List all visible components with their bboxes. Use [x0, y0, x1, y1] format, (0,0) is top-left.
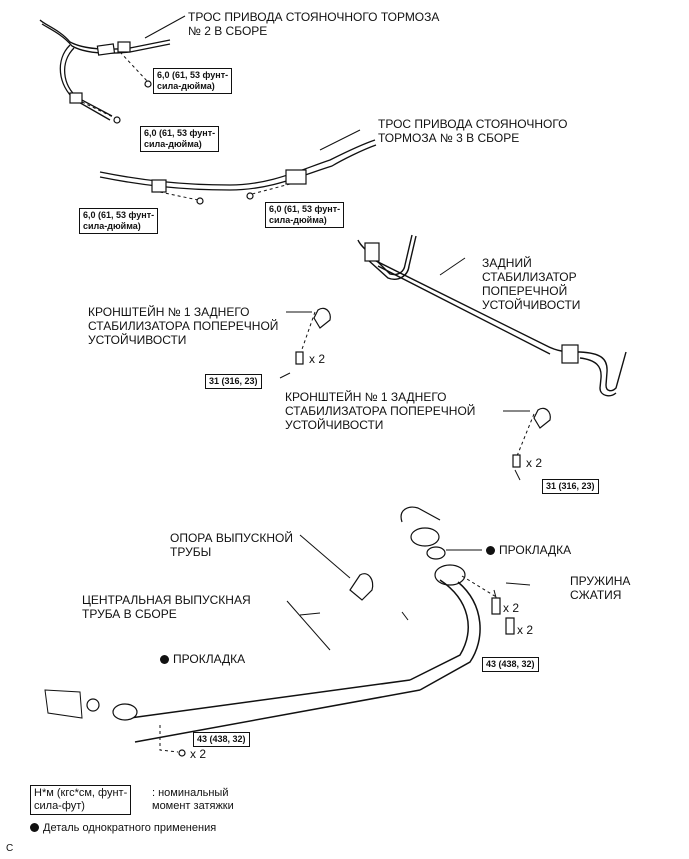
legend-single-use: Деталь однократного применения [30, 822, 216, 835]
label-compression-spring: ПРУЖИНА СЖАТИЯ [570, 574, 631, 602]
torque-spec: 6,0 (61, 53 фунт- сила-дюйма) [79, 208, 159, 234]
torque-spec: 31 (316, 23) [542, 479, 599, 494]
torque-spec: 43 (438, 32) [193, 732, 250, 747]
quantity-mark: x 2 [190, 747, 207, 761]
torque-spec: 6,0 (61, 53 фунт- сила-дюйма) [153, 68, 233, 94]
torque-spec: 6,0 (61, 53 фунт- сила-дюйма) [265, 202, 345, 228]
stabilizer-bracket-left [279, 307, 331, 379]
gasket-top-text: ПРОКЛАДКА [499, 543, 572, 557]
quantity-mark: x 2 [503, 601, 520, 615]
label-rear-stabilizer: ЗАДНИЙ СТАБИЛИЗАТОР ПОПЕРЕЧНОЙ УСТОЙЧИВО… [482, 256, 581, 312]
single-use-dot-icon [30, 823, 39, 832]
label-gasket-left: ПРОКЛАДКА [160, 652, 245, 666]
exhaust-pipe-assembly [44, 506, 531, 757]
label-gasket-top: ПРОКЛАДКА [486, 543, 571, 557]
parking-brake-cable-3 [99, 129, 377, 205]
single-use-dot-icon [486, 546, 495, 555]
quantity-mark: x 2 [517, 623, 534, 637]
label-stabilizer-bracket-right: КРОНШТЕЙН № 1 ЗАДНЕГО СТАБИЛИЗАТОРА ПОПЕ… [285, 390, 476, 432]
label-parking-brake-cable-3: ТРОС ПРИВОДА СТОЯНОЧНОГО ТОРМОЗА № 3 В С… [378, 117, 568, 145]
legend-single-use-text: Деталь однократного применения [43, 822, 217, 834]
quantity-mark: x 2 [309, 352, 326, 366]
legend-torque-units: Н*м (кгс*см, фунт- сила-фут) [30, 785, 132, 815]
rear-stabilizer-bar [357, 234, 627, 397]
label-exhaust-support: ОПОРА ВЫПУСКНОЙ ТРУБЫ [170, 531, 293, 559]
label-parking-brake-cable-2: ТРОС ПРИВОДА СТОЯНОЧНОГО ТОРМОЗА № 2 В С… [188, 10, 440, 38]
parking-brake-cable-2 [39, 15, 186, 124]
legend-torque-description: : номинальный момент затяжки [152, 787, 234, 812]
torque-spec: 6,0 (61, 53 фунт- сила-дюйма) [140, 126, 220, 152]
quantity-mark: x 2 [526, 456, 543, 470]
torque-spec: 31 (316, 23) [205, 374, 262, 389]
torque-spec: 43 (438, 32) [482, 657, 539, 672]
label-center-exhaust-pipe: ЦЕНТРАЛЬНАЯ ВЫПУСКНАЯ ТРУБА В СБОРЕ [82, 593, 251, 621]
gasket-left-text: ПРОКЛАДКА [173, 652, 246, 666]
label-stabilizer-bracket-left: КРОНШТЕЙН № 1 ЗАДНЕГО СТАБИЛИЗАТОРА ПОПЕ… [88, 305, 279, 347]
single-use-dot-icon [160, 655, 169, 664]
corner-mark: C [6, 843, 14, 854]
stabilizer-bracket-right [503, 407, 551, 481]
